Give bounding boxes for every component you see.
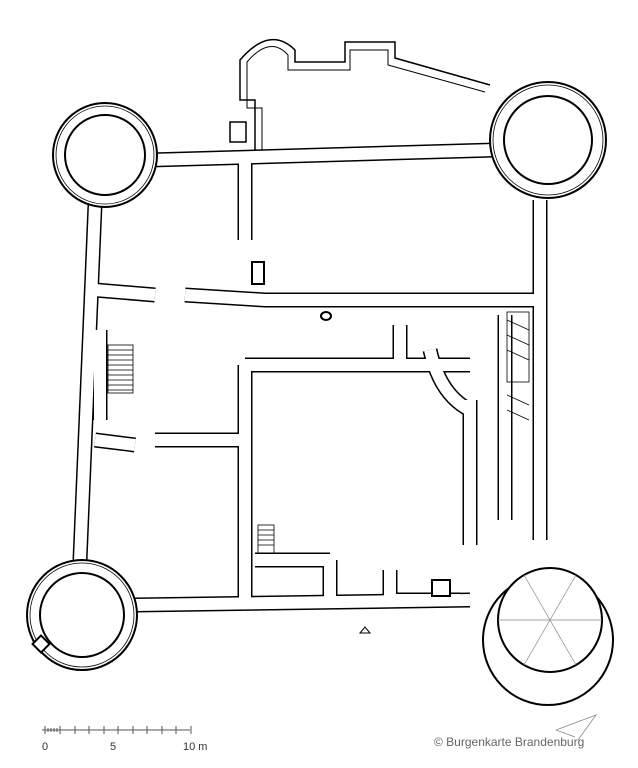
north-arrow bbox=[555, 714, 598, 741]
scale-label-5: 5 bbox=[110, 741, 117, 753]
staircase-south bbox=[257, 524, 275, 554]
staircase-east bbox=[506, 311, 530, 421]
entrance-marker bbox=[358, 626, 372, 634]
scale-bar bbox=[42, 726, 192, 734]
tower-southeast bbox=[482, 567, 614, 706]
annex-outline bbox=[239, 38, 491, 150]
scale-label-0: 0 bbox=[42, 741, 49, 753]
tower-northeast bbox=[489, 81, 607, 199]
tower-northwest bbox=[52, 102, 158, 208]
scale-label-10: 10 m bbox=[183, 741, 208, 753]
copyright-credit: © Burgenkarte Brandenburg bbox=[434, 735, 585, 749]
wall-fill bbox=[80, 150, 540, 605]
tower-southwest bbox=[26, 559, 138, 671]
staircase-west bbox=[107, 344, 134, 394]
